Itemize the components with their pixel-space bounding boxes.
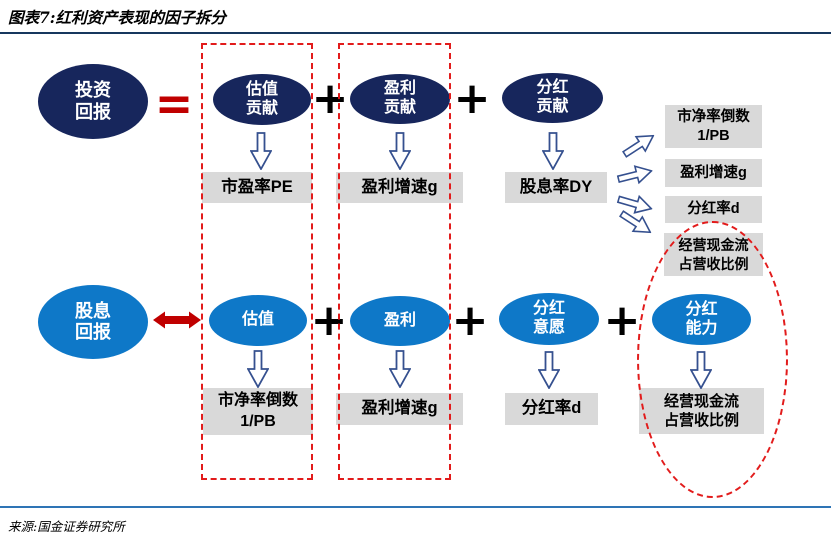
plus-sign-top-1: + [311,72,349,124]
diagonal-arrow-icon [618,127,659,163]
earnings-ellipse: 盈利 [350,296,450,346]
earnings-growth-box-top: 盈利增速g [336,172,463,203]
plus-sign-top-2: + [453,72,491,124]
dividend-contribution-ellipse: 分红 贡献 [502,73,603,123]
down-arrow-icon [542,132,564,170]
earnings-contribution-ellipse: 盈利 贡献 [350,74,450,124]
earnings-growth-box-right: 盈利增速g [665,159,762,187]
down-arrow-icon [389,132,411,170]
plus-sign-bottom-2: + [451,294,489,346]
dividend-yield-box: 股息率DY [505,172,607,203]
source-note: 来源:国金证券研究所 [8,519,125,534]
pe-ratio-box: 市盈率PE [202,172,312,203]
earnings-growth-box-bottom: 盈利增速g [336,393,463,425]
operating-cashflow-box-right: 经营现金流 占营收比例 [664,233,763,276]
down-arrow-icon [538,351,560,389]
figure-title: 图表7:红利资产表现的因子拆分 [8,8,227,27]
down-arrow-icon [690,351,712,389]
footer-divider [0,506,831,508]
payout-ratio-box-bottom: 分红率d [505,393,598,425]
investment-return-ellipse: 投资 回报 [38,64,148,139]
double-headed-arrow-icon [152,309,202,331]
diagonal-arrow-icon [615,205,656,241]
pb-inverse-box-right: 市净率倒数 1/PB [665,105,762,148]
down-arrow-icon [247,350,269,388]
dividend-return-ellipse: 股息 回报 [38,285,148,359]
payout-ratio-box-right: 分红率d [665,196,762,223]
valuation-contribution-ellipse: 估值 贡献 [213,74,311,125]
plus-sign-bottom-1: + [310,294,348,346]
down-arrow-icon [389,350,411,388]
equals-sign: = [154,74,194,132]
dividend-willingness-ellipse: 分红 意愿 [499,293,599,345]
operating-cashflow-box-bottom: 经营现金流 占营收比例 [639,388,764,434]
diagonal-arrow-icon [615,161,655,189]
down-arrow-icon [250,132,272,170]
header-divider [0,32,831,34]
diagonal-arrow-icon [615,189,655,218]
plus-sign-bottom-3: + [603,294,641,346]
dividend-ability-ellipse: 分红 能力 [652,294,751,345]
pb-inverse-box-bottom: 市净率倒数 1/PB [203,388,313,435]
valuation-ellipse: 估值 [209,295,307,346]
